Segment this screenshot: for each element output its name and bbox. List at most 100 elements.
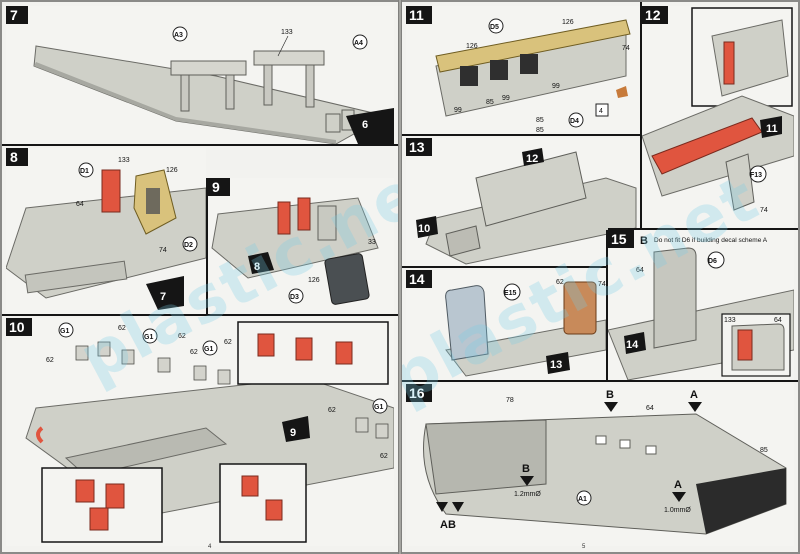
callout-4: 4: [599, 108, 603, 115]
step-8-panel: 8 D1 133 126 64 74 D2 7: [6, 148, 206, 314]
marker-ab: AB: [440, 519, 456, 531]
step-12-panel: 12 11 F13 74: [642, 6, 794, 228]
step-15-number: 15: [611, 231, 627, 247]
callout-d5: D5: [490, 24, 499, 31]
callout-133: 133: [118, 157, 130, 164]
callout-74: 74: [760, 207, 768, 214]
callout-a1: A1: [578, 496, 587, 503]
callout-d2: D2: [184, 242, 193, 249]
divider: [2, 144, 398, 146]
callout-a4: A4: [354, 40, 363, 47]
frame-a4: [253, 50, 325, 108]
part-d1: [101, 169, 121, 213]
callout-62: 62: [224, 339, 232, 346]
callout-99: 99: [502, 95, 510, 102]
callout-g1: G1: [204, 346, 213, 353]
divider: [640, 2, 642, 230]
step-16-number: 16: [409, 385, 425, 401]
step-7-panel: 7 A3 A4 133: [6, 6, 394, 144]
callout-d6: D6: [708, 258, 717, 265]
callout-62: 62: [190, 349, 198, 356]
ref-step-10: 10: [418, 223, 430, 235]
step-13-number: 13: [409, 139, 425, 155]
callout-126: 126: [562, 19, 574, 26]
page-number-right: 5: [582, 544, 586, 550]
instruction-page-left: 7 A3 A4 133: [2, 2, 398, 552]
callout-d4: D4: [570, 118, 579, 125]
divider: [402, 266, 640, 268]
scheme-b-label: B: [640, 235, 648, 247]
divider: [402, 380, 798, 382]
callout-g1: G1: [144, 334, 153, 341]
marker-b-drill: B: [522, 463, 530, 475]
callout-85: 85: [760, 447, 768, 454]
ref-step-13: 13: [550, 359, 562, 371]
step-16-panel: 16 78 B A 64 85 B 1.2mmØ A 1.0mmØ A1 AB: [406, 384, 794, 546]
drill-1-2mm: 1.2mmØ: [514, 491, 541, 498]
marker-a: A: [690, 389, 698, 401]
callout-d3: D3: [290, 294, 299, 301]
callout-g1: G1: [60, 328, 69, 335]
frame-a3: [170, 60, 247, 112]
callout-64: 64: [76, 201, 84, 208]
callout-74: 74: [598, 281, 606, 288]
marker-a-drill: A: [674, 479, 682, 491]
callout-f13: F13: [750, 172, 762, 179]
callout-133: 133: [724, 317, 736, 324]
callout-126: 126: [308, 277, 320, 284]
ref-step-7: 7: [160, 291, 166, 303]
divider: [608, 228, 798, 230]
ref-step-11: 11: [766, 123, 778, 135]
callout-64: 64: [774, 317, 782, 324]
scheme-note: Do not fit D6 if building decal scheme A: [654, 237, 768, 244]
step-15-panel: 15 B Do not fit D6 if building decal sch…: [608, 230, 794, 380]
step-11-number: 11: [409, 7, 424, 23]
callout-133: 133: [281, 29, 293, 36]
callout-62: 62: [178, 333, 186, 340]
step-11-panel: 11 D5 126 126 74 85 99 99 85 99 4 D4 85: [406, 6, 640, 134]
callout-126: 126: [166, 167, 178, 174]
callout-99: 99: [552, 83, 560, 90]
drill-1-0mm: 1.0mmØ: [664, 507, 691, 514]
callout-74: 74: [159, 247, 167, 254]
callout-62: 62: [46, 357, 54, 364]
callout-126: 126: [466, 43, 478, 50]
callout-85: 85: [486, 99, 494, 106]
step-9-number: 9: [212, 179, 220, 195]
callout-33: 33: [368, 239, 376, 246]
callout-g1: G1: [374, 404, 383, 411]
ref-step-9: 9: [290, 427, 296, 439]
callout-62: 62: [380, 453, 388, 460]
callout-62: 62: [118, 325, 126, 332]
callout-64: 64: [636, 267, 644, 274]
callout-62: 62: [556, 279, 564, 286]
step-12-number: 12: [645, 7, 661, 23]
callout-99: 99: [454, 107, 462, 114]
step-9-panel: 9 8 126 33 D3: [208, 178, 394, 314]
ref-step-8: 8: [254, 261, 260, 273]
part-d6: [653, 247, 697, 349]
instruction-page-right: 11 D5 126 126 74 85 99 99 85 99 4 D4 85 …: [402, 2, 798, 552]
ref-step-14: 14: [626, 339, 639, 351]
step-10-number: 10: [9, 319, 25, 335]
callout-62: 62: [328, 407, 336, 414]
callout-64: 64: [646, 405, 654, 412]
step-13-panel: 13 12 10: [406, 138, 640, 266]
step-10-panel: 10: [6, 318, 394, 546]
page-gutter: [398, 0, 402, 554]
step-7-number: 7: [10, 7, 18, 23]
ref-step-12: 12: [526, 153, 538, 165]
divider: [402, 134, 640, 136]
callout-78: 78: [506, 397, 514, 404]
divider: [606, 230, 608, 380]
callout-74: 74: [622, 45, 630, 52]
step-14-number: 14: [409, 271, 425, 287]
divider: [2, 314, 398, 316]
step-14-panel: 14 E15 62 74 13: [406, 270, 606, 380]
page-number-left: 4: [208, 544, 212, 550]
callout-85: 85: [536, 117, 544, 124]
callout-a3: A3: [174, 32, 183, 39]
ref-step-6: 6: [362, 119, 368, 131]
part-e15: [445, 285, 489, 361]
part-d3: [324, 253, 370, 305]
